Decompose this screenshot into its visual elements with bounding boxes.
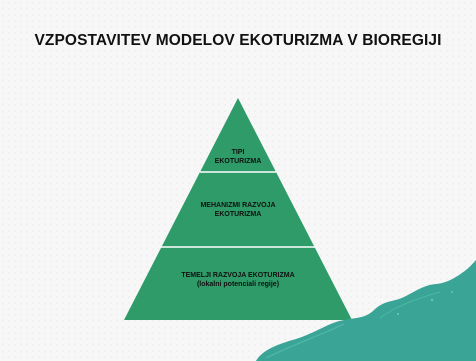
- tier-top-line1: TIPI: [231, 149, 245, 156]
- pyramid-shape: [124, 98, 352, 320]
- tier-middle-line1: MEHANIZMI RAZVOJA: [200, 202, 276, 209]
- tier-middle-line2: EKOTURIZMA: [214, 210, 262, 218]
- slide-title: VZPOSTAVITEV MODELOV EKOTURIZMA V BIOREG…: [34, 32, 442, 49]
- pyramid-tier-top-label: TIPI EKOTURIZMA: [198, 149, 278, 166]
- pyramid-tier-bottom-label: TEMELJI RAZVOJA EKOTURIZMA (lokalni pote…: [148, 272, 328, 289]
- tier-top-line2: EKOTURIZMA: [214, 157, 262, 165]
- tier-bottom-line2: (lokalni potenciali regije): [196, 280, 280, 288]
- pyramid-tier-middle-label: MEHANIZMI RAZVOJA EKOTURIZMA: [178, 202, 298, 219]
- tier-bottom-line1: TEMELJI RAZVOJA EKOTURIZMA: [181, 272, 295, 279]
